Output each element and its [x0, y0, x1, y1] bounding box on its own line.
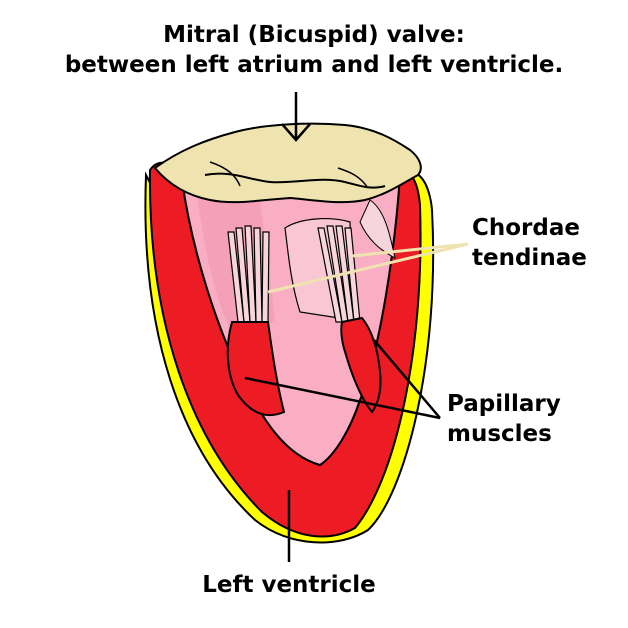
mitral-valve-cusps	[153, 122, 422, 204]
chorda-strand	[253, 227, 263, 323]
papillary-label-line2: muscles	[447, 421, 552, 447]
pointer-lines	[244, 92, 469, 562]
chordae-pointer	[267, 242, 469, 294]
chamber-right-wall	[359, 199, 396, 259]
left-ventricle-label: Left ventricle	[202, 572, 376, 598]
chorda-strand	[261, 231, 270, 323]
valve-cusp-edge-left	[209, 161, 241, 187]
papillary-label-line1: Papillary	[447, 391, 561, 417]
papillary-muscle-right	[340, 316, 382, 414]
mitral-valve-label-line2: between left atrium and left ventricle.	[64, 52, 564, 78]
chordae-label-line1: Chordae	[472, 215, 580, 241]
papillary-pointer-right	[373, 339, 441, 419]
mitral-arrowhead	[281, 123, 311, 142]
papillary-pointer-left	[244, 376, 441, 420]
chordae-tendinae-label: Chordae tendinae	[472, 213, 587, 273]
papillary-muscle-left	[226, 321, 286, 417]
mitral-valve-label: Mitral (Bicuspid) valve: between left at…	[0, 20, 628, 80]
valve-commissure	[204, 172, 386, 189]
papillary-muscles-label: Papillary muscles	[447, 389, 561, 449]
chordae-pointer-2	[351, 242, 469, 258]
chordae-label-line2: tendinae	[472, 245, 587, 271]
mitral-valve-label-line1: Mitral (Bicuspid) valve:	[163, 22, 465, 48]
valve-cusp-edge-right	[337, 167, 369, 189]
